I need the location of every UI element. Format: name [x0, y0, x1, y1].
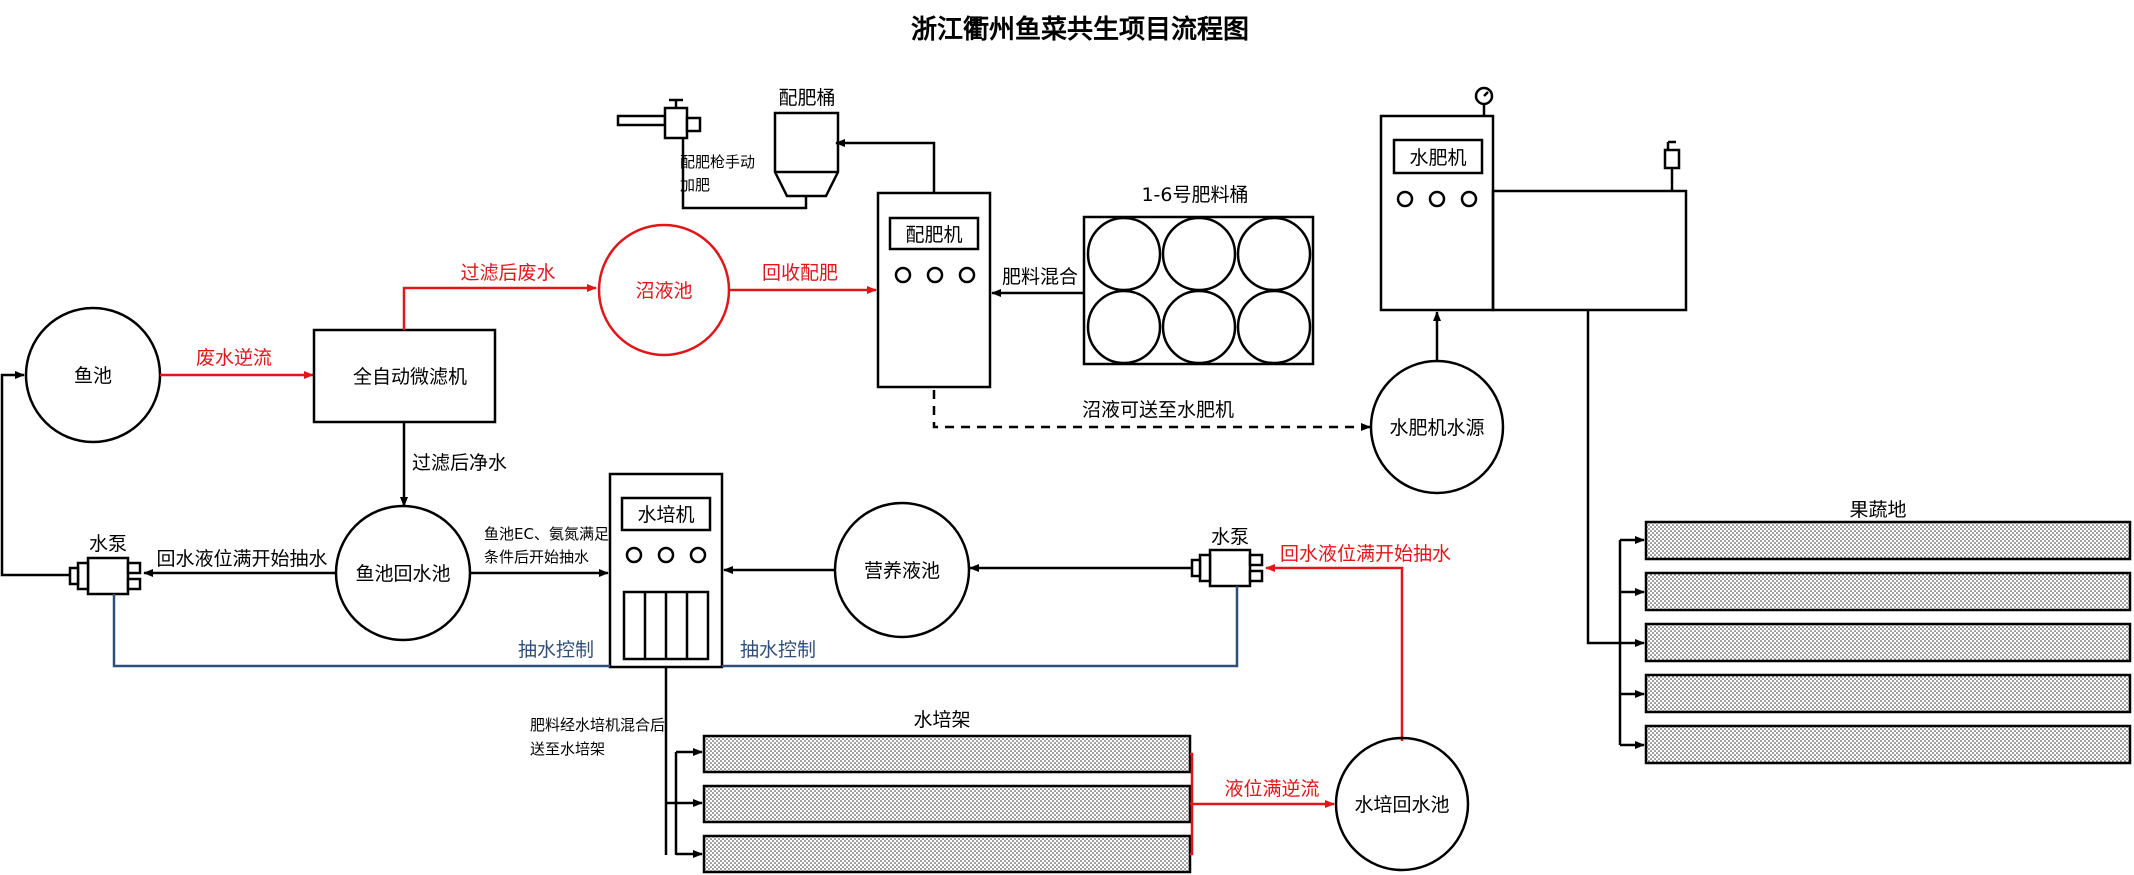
pump-control-left-label: 抽水控制 [518, 639, 594, 661]
hydroponic-rack: 水培架 [702, 709, 1192, 874]
orchard-bed [1644, 673, 2132, 714]
nutrient-pool-label: 营养液池 [864, 560, 940, 582]
hydroponic-rack-label: 水培架 [913, 709, 970, 731]
hydroponic-return-pool: 水培回水池 [1334, 736, 1470, 872]
diagram-title: 浙江衢州鱼菜共生项目流程图 [911, 15, 1249, 45]
hydroponic-machine: 水培机 [608, 472, 724, 669]
mixer-to-bucket-arrow [835, 139, 936, 193]
return-full-left-label: 回水液位满开始抽水 [156, 548, 327, 570]
biogas-to-fert-source-label: 沼液可送至水肥机 [1082, 399, 1234, 421]
micro-filter-label: 全自动微滤机 [353, 366, 467, 388]
filtered-clean-label: 过滤后净水 [412, 452, 507, 474]
fert-mixer-machine: 配肥机 [876, 191, 992, 389]
fish-pond-label: 鱼池 [74, 365, 112, 387]
recovered-fert-label: 回收配肥 [762, 262, 838, 284]
water-pump-left-icon: 水泵 [68, 533, 142, 596]
pump-control-right-label: 抽水控制 [740, 639, 816, 661]
biogas-pool-label: 沼液池 [635, 280, 692, 302]
orchard-field: 果蔬地 [1644, 499, 2132, 765]
water-fert-source: 水肥机水源 [1369, 359, 1505, 495]
micro-filter-machine: 全自动微滤机 [312, 328, 497, 424]
biogas-pool: 沼液池 [597, 223, 731, 357]
ec-condition-line2: 条件后开始抽水 [484, 548, 589, 566]
valve-icon [1663, 140, 1681, 191]
fish-return-pool: 鱼池回水池 [334, 504, 472, 642]
mix-gun-note-line2: 加肥 [680, 176, 710, 194]
pump-to-fish-pond-arrow [0, 371, 70, 577]
return-full-right-arrow [1265, 564, 1404, 741]
return-full-right-label: 回水液位满开始抽水 [1280, 543, 1451, 565]
orchard-bed [1644, 724, 2132, 765]
water-pump-right-icon: 水泵 [1190, 526, 1264, 588]
rack-bed [702, 834, 1192, 874]
pump-control-right-line [722, 586, 1239, 668]
fish-return-pool-label: 鱼池回水池 [355, 563, 450, 585]
fertilizer-buckets-1-6: 1-6号肥料桶 [1082, 184, 1315, 366]
hydroponic-machine-label: 水培机 [637, 504, 694, 526]
hydroponic-return-pool-label: 水培回水池 [1354, 794, 1449, 816]
fert-mixer-label: 配肥机 [905, 224, 962, 246]
mixed-to-rack-line2: 送至水培架 [530, 740, 605, 758]
biogas-to-fert-source-dashed-arrow [932, 390, 1371, 431]
fert-mix-bucket-label: 配肥桶 [778, 87, 835, 109]
fish-pond: 鱼池 [24, 306, 162, 444]
water-fert-machine-label: 水肥机 [1409, 147, 1466, 169]
rack-bed [702, 784, 1192, 824]
fertilizer-buckets-label: 1-6号肥料桶 [1141, 184, 1248, 206]
nutrient-solution-pool: 营养液池 [833, 501, 971, 639]
rack-bed [702, 734, 1192, 774]
fert-mix-bucket: 配肥桶 [773, 87, 840, 198]
pump-right-label: 水泵 [1211, 526, 1249, 548]
orchard-label: 果蔬地 [1849, 499, 1906, 521]
pump-left-label: 水泵 [89, 533, 127, 555]
pump-control-left-line [112, 594, 610, 668]
orchard-bed [1644, 571, 2132, 612]
orchard-bed [1644, 622, 2132, 663]
wastewater-backflow-label: 废水逆流 [196, 347, 272, 369]
orchard-feed-line [1586, 310, 1620, 645]
mix-gun-note-line1: 配肥枪手动 [680, 153, 755, 171]
fert-mix-label: 肥料混合 [1002, 266, 1078, 288]
mixed-to-rack-line1: 肥料经水培机混合后 [530, 716, 665, 734]
water-fert-source-label: 水肥机水源 [1389, 417, 1484, 439]
water-fert-machine: 水肥机 [1379, 114, 1688, 312]
mix-gun-hose [681, 138, 808, 210]
fert-mix-gun-icon [616, 98, 702, 140]
ec-condition-line1: 鱼池EC、氨氮满足 [484, 525, 609, 543]
pressure-gauge-icon [1474, 86, 1494, 116]
orchard-bed [1644, 520, 2132, 561]
filtered-wastewater-label: 过滤后废水 [460, 262, 555, 284]
filtered-wastewater-arrow [402, 284, 597, 330]
overflow-label: 液位满逆流 [1224, 778, 1319, 800]
